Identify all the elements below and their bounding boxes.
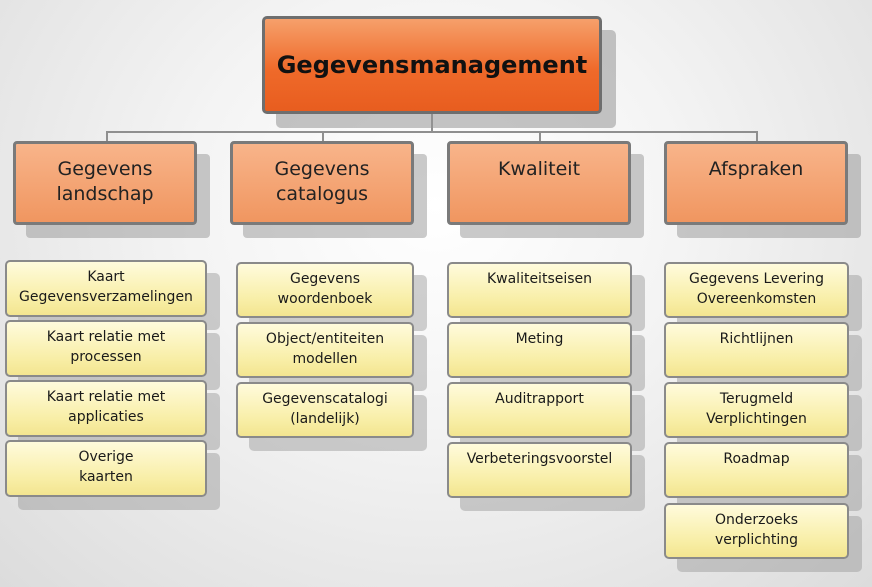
item-gegevens-woordenboek: Gegevens woordenboek <box>236 262 414 318</box>
item-richtlijnen: Richtlijnen <box>664 322 849 378</box>
connector-col-1 <box>106 131 108 142</box>
root-node: Gegevensmanagement <box>262 16 602 114</box>
item-object-entiteiten-modellen: Object/entiteiten modellen <box>236 322 414 378</box>
item-overige-kaarten: Overige kaarten <box>5 440 207 497</box>
connector-col-2 <box>322 131 324 142</box>
item-kwaliteitseisen: Kwaliteitseisen <box>447 262 632 318</box>
item-roadmap: Roadmap <box>664 442 849 498</box>
item-verbeteringsvoorstel: Verbeteringsvoorstel <box>447 442 632 498</box>
connector-root-stem <box>431 114 433 132</box>
item-terugmeld-verplichtingen: Terugmeld Verplichtingen <box>664 382 849 438</box>
item-meting: Meting <box>447 322 632 378</box>
item-gegevens-levering-overeenkomsten: Gegevens Levering Overeenkomsten <box>664 262 849 318</box>
item-kaart-relatie-processen: Kaart relatie met processen <box>5 320 207 377</box>
category-gegevens-landschap: Gegevens landschap <box>13 141 197 225</box>
item-kaart-relatie-applicaties: Kaart relatie met applicaties <box>5 380 207 437</box>
item-onderzoeks-verplichting: Onderzoeks verplichting <box>664 503 849 559</box>
connector-horizontal <box>106 131 758 133</box>
category-gegevens-catalogus: Gegevens catalogus <box>230 141 414 225</box>
category-afspraken: Afspraken <box>664 141 848 225</box>
category-kwaliteit: Kwaliteit <box>447 141 631 225</box>
item-gegevenscatalogi-landelijk: Gegevenscatalogi (landelijk) <box>236 382 414 438</box>
connector-col-3 <box>539 131 541 142</box>
item-auditrapport: Auditrapport <box>447 382 632 438</box>
connector-col-4 <box>756 131 758 142</box>
item-kaart-gegevensverzamelingen: Kaart Gegevensverzamelingen <box>5 260 207 317</box>
